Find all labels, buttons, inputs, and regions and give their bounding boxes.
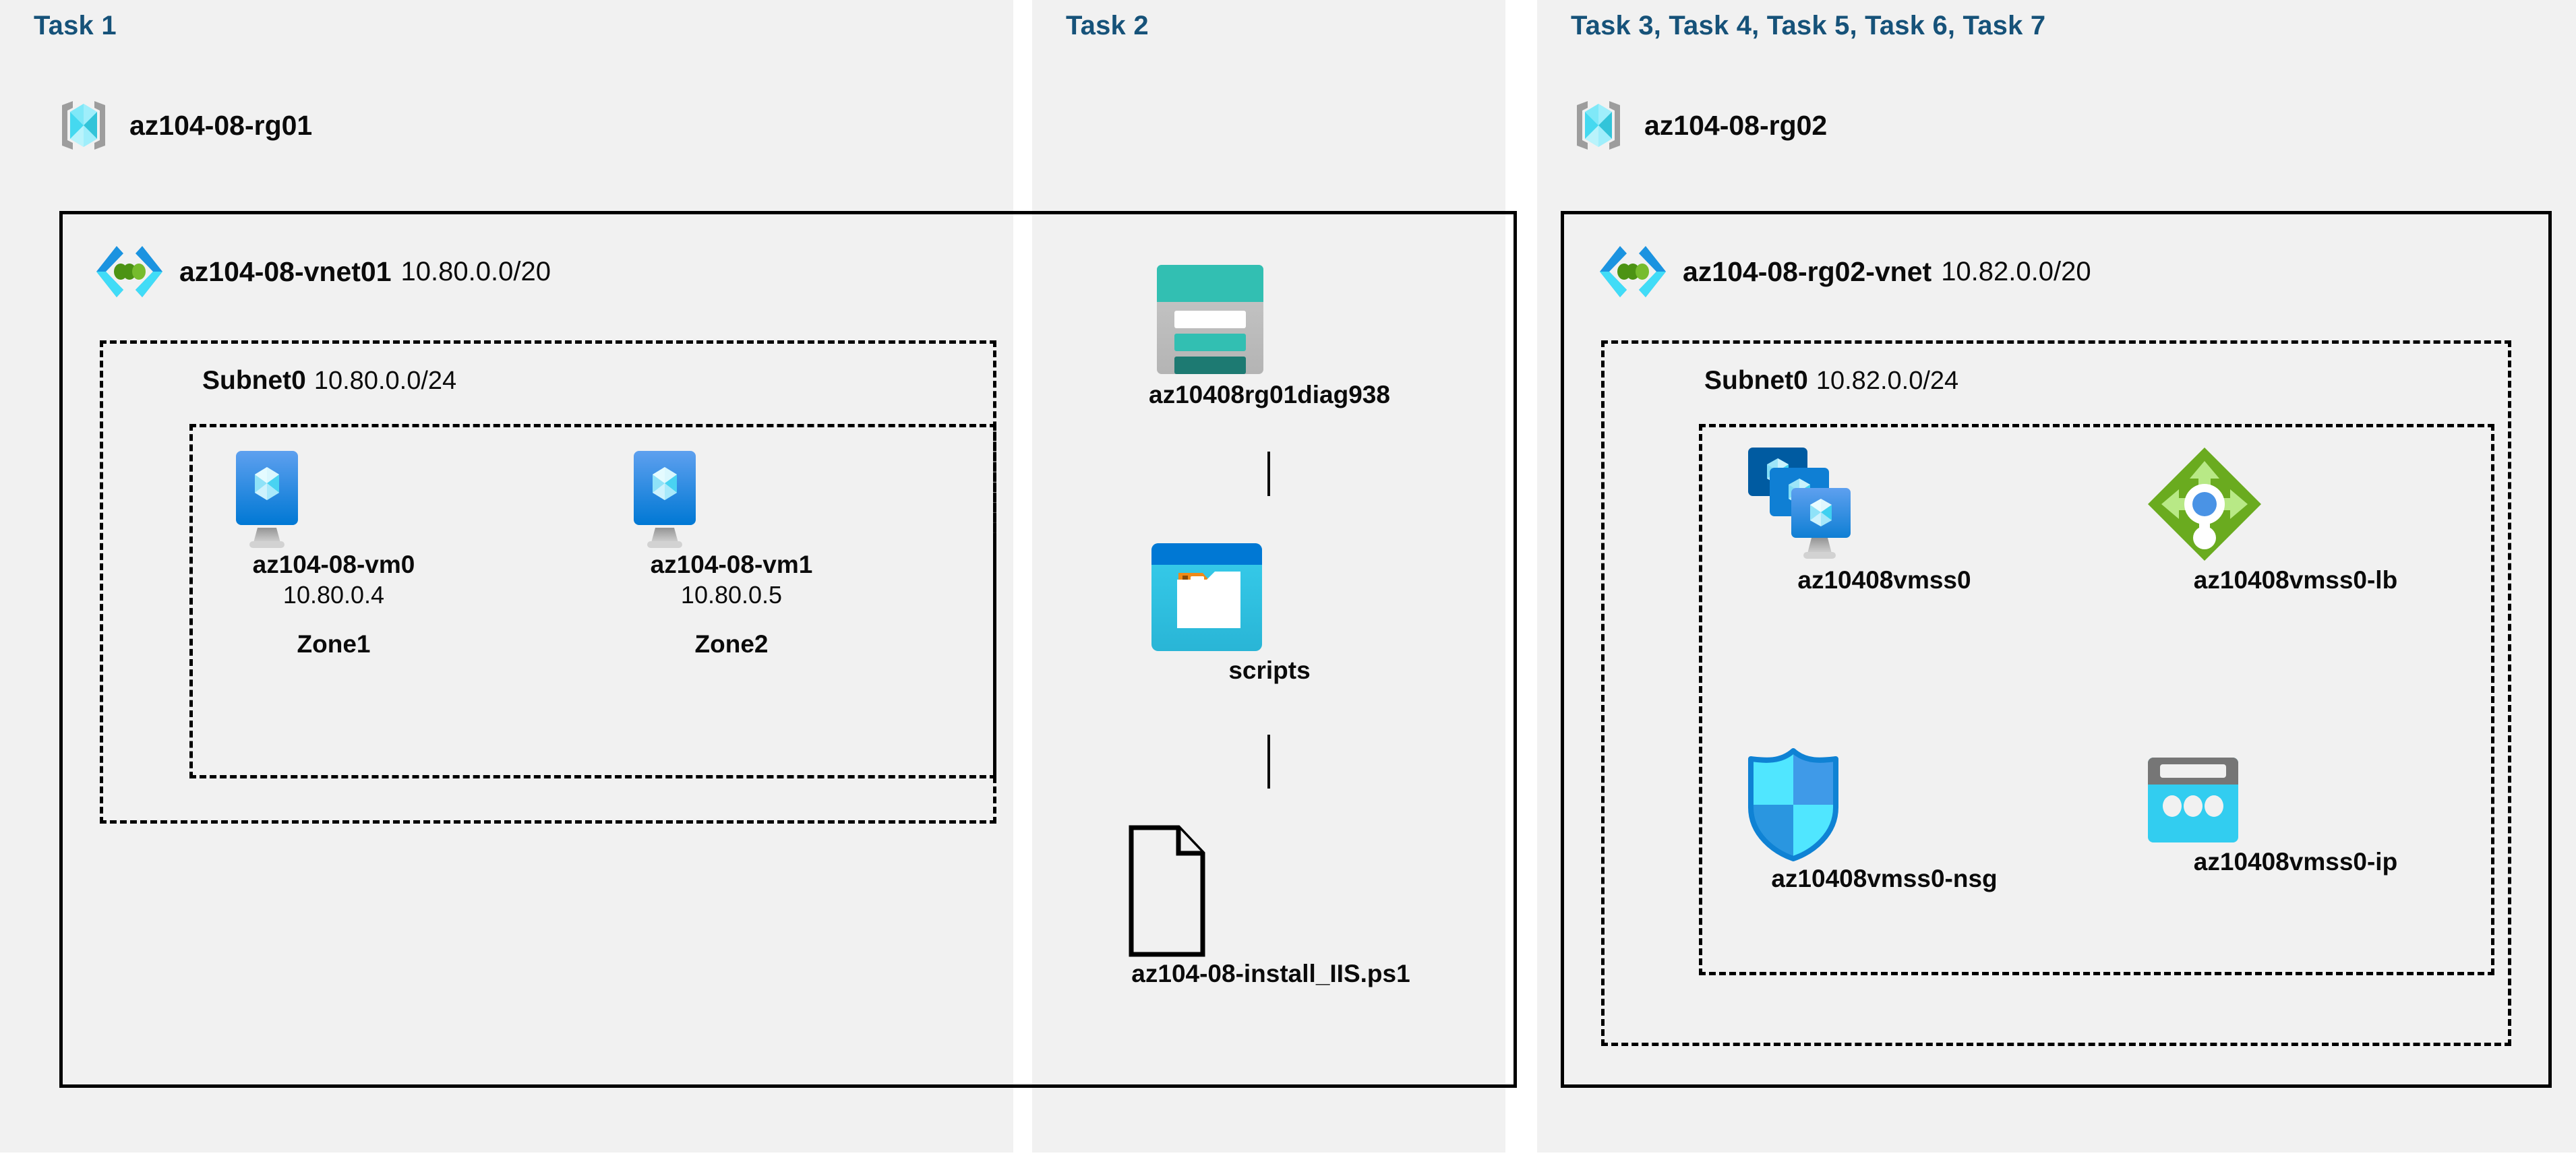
blob-container-icon xyxy=(1146,539,1393,655)
blob-container-scripts[interactable]: scripts xyxy=(1146,539,1393,685)
resource-group-rg02: az104-08-rg02 xyxy=(1567,94,1827,156)
connector-storage-to-scripts xyxy=(1267,452,1270,496)
vnet01-boundary xyxy=(59,211,1517,1088)
load-balancer-az10408vmss0-lb[interactable]: az10408vmss0-lb xyxy=(2144,443,2447,595)
vm-az104-08-vm1-ip: 10.80.0.5 xyxy=(680,581,783,609)
load-balancer-label: az10408vmss0-lb xyxy=(2193,566,2398,594)
virtual-machine-icon xyxy=(222,448,445,549)
virtual-network-icon xyxy=(1598,239,1668,304)
resource-group-rg01: az104-08-rg01 xyxy=(53,94,312,156)
resource-group-icon xyxy=(1567,94,1629,156)
vm-az104-08-vm1-name: az104-08-vm1 xyxy=(650,551,813,578)
vm-availability-zones-boundary xyxy=(189,424,996,778)
resource-group-rg02-label: az104-08-rg02 xyxy=(1644,109,1828,141)
virtual-network-icon xyxy=(94,239,164,304)
panel-task-1 xyxy=(0,0,1013,1153)
vm-az104-08-vm0[interactable]: az104-08-vm0 10.80.0.4 Zone1 xyxy=(222,448,445,658)
vm-az104-08-vm0-ip: 10.80.0.4 xyxy=(282,581,385,609)
network-security-group-label: az10408vmss0-nsg xyxy=(1771,865,1998,892)
storage-account-az10408rg01diag938[interactable]: az10408rg01diag938 xyxy=(1146,259,1393,410)
storage-account-icon xyxy=(1146,259,1393,379)
task-1-title: Task 1 xyxy=(34,11,117,40)
file-icon xyxy=(1119,824,1422,958)
vm-scale-set-icon xyxy=(1743,443,2026,565)
resource-group-rg01-label: az104-08-rg01 xyxy=(129,109,313,141)
panel-task-2 xyxy=(1032,0,1505,1153)
network-security-group-icon xyxy=(1743,745,2026,863)
vm-az104-08-vm0-name: az104-08-vm0 xyxy=(252,551,415,578)
rg02-vnet-cidr: 10.82.0.0/20 xyxy=(1941,256,2091,286)
rg02-resources-boundary xyxy=(1699,424,2494,975)
public-ip-az10408vmss0-ip[interactable]: az10408vmss0-ip xyxy=(2144,755,2447,877)
rg02-vnet-boundary xyxy=(1561,211,2552,1088)
file-az104-08-install-iis-ps1[interactable]: az104-08-install_IIS.ps1 xyxy=(1119,824,1422,989)
connector-scripts-to-file xyxy=(1267,735,1270,789)
vm-az104-08-vm0-zone: Zone1 xyxy=(297,630,371,658)
vnet-az104-08-rg02-vnet: az104-08-rg02-vnet 10.82.0.0/20 xyxy=(1598,239,2091,304)
task-2-title: Task 2 xyxy=(1066,11,1149,40)
panel-task-3-7 xyxy=(1537,0,2576,1153)
file-label: az104-08-install_IIS.ps1 xyxy=(1131,960,1410,987)
vm-az104-08-vm1[interactable]: az104-08-vm1 10.80.0.5 Zone2 xyxy=(620,448,843,658)
rg02-vnet-name: az104-08-rg02-vnet xyxy=(1683,255,1932,287)
task-3-7-title: Task 3, Task 4, Task 5, Task 6, Task 7 xyxy=(1571,11,2046,40)
subnet0-rg02-boundary xyxy=(1601,340,2511,1046)
vnet01-cidr: 10.80.0.0/20 xyxy=(400,256,551,286)
vm-scale-set-az10408vmss0[interactable]: az10408vmss0 xyxy=(1743,443,2026,595)
blob-container-label: scripts xyxy=(1228,656,1311,684)
vm-az104-08-vm1-zone: Zone2 xyxy=(694,630,769,658)
public-ip-label: az10408vmss0-ip xyxy=(2193,848,2398,876)
load-balancer-icon xyxy=(2144,443,2447,565)
storage-account-label: az10408rg01diag938 xyxy=(1149,381,1390,408)
public-ip-address-icon xyxy=(2144,755,2447,847)
resource-group-icon xyxy=(53,94,115,156)
vm-scale-set-label: az10408vmss0 xyxy=(1797,566,1971,594)
virtual-machine-icon xyxy=(620,448,843,549)
vnet-az104-08-vnet01: az104-08-vnet01 10.80.0.0/20 xyxy=(94,239,551,304)
vnet01-name: az104-08-vnet01 xyxy=(179,255,392,287)
network-security-group-az10408vmss0-nsg[interactable]: az10408vmss0-nsg xyxy=(1743,745,2026,894)
